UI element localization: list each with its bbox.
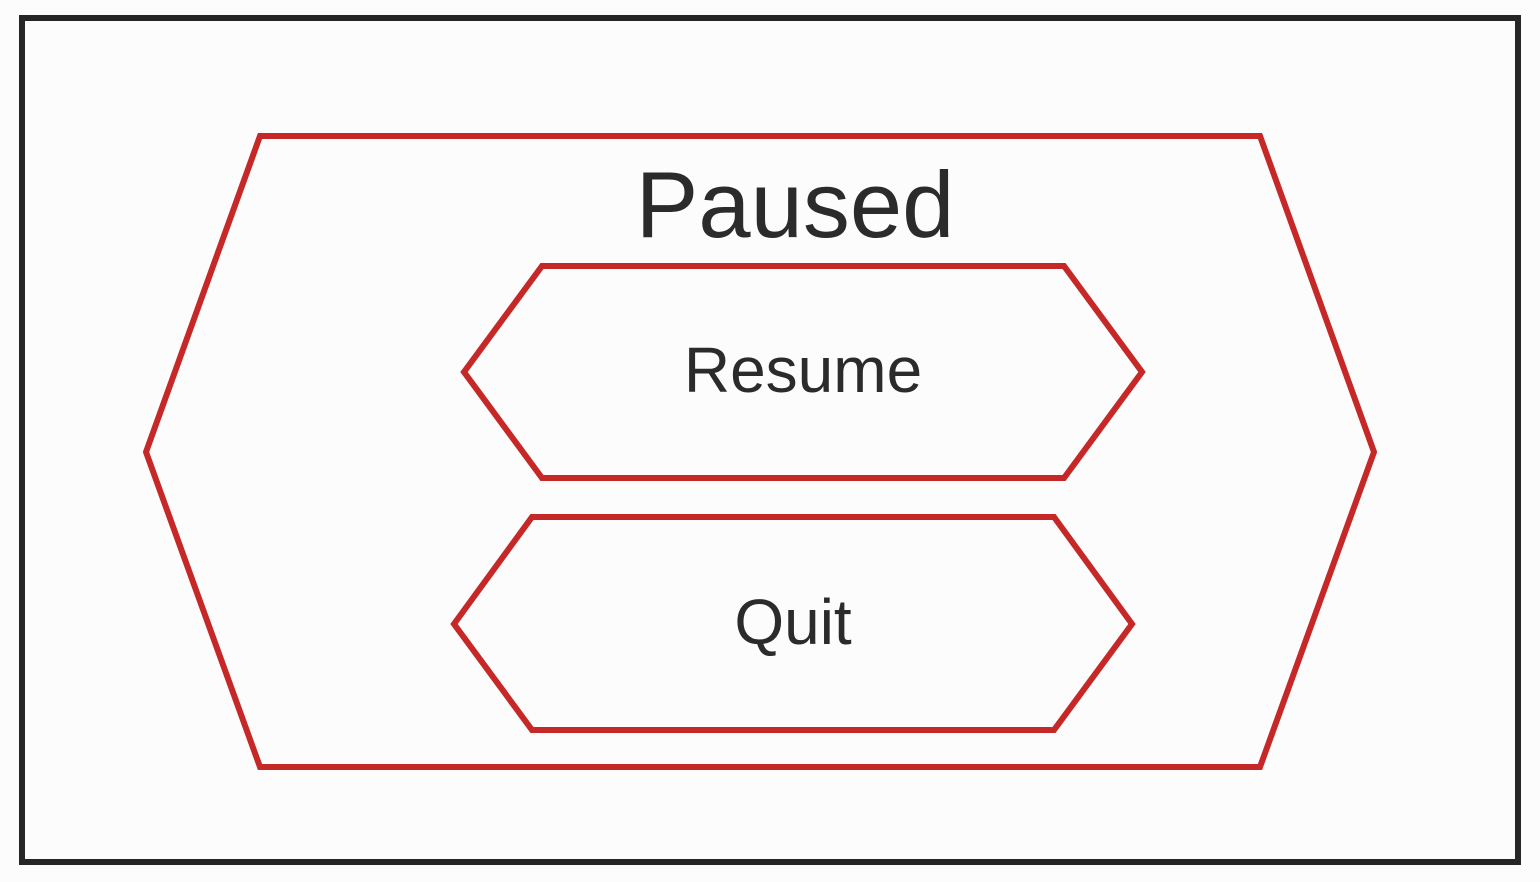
resume-button-outline[interactable] — [460, 263, 1146, 481]
quit-button-outline[interactable] — [450, 514, 1136, 733]
screen-frame — [19, 15, 1521, 865]
pause-title: Paused — [635, 152, 955, 257]
quit-button[interactable] — [454, 517, 1132, 730]
pause-panel-outline — [142, 133, 1378, 770]
resume-button[interactable] — [464, 266, 1142, 478]
